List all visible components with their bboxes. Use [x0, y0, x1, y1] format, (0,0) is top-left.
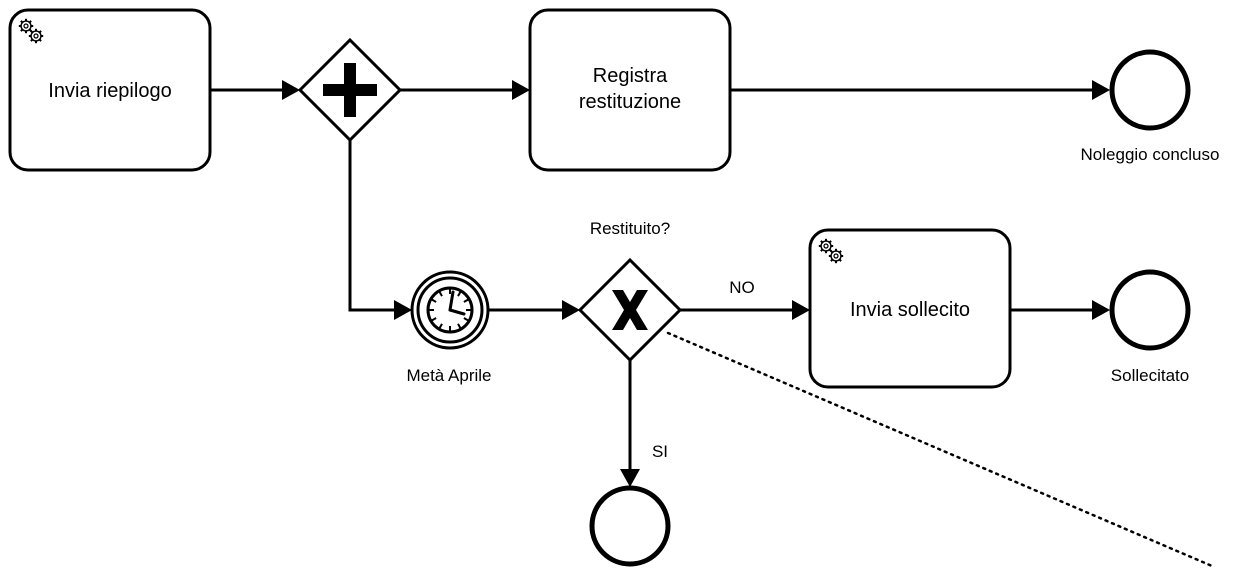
- plus-icon: [323, 63, 377, 117]
- task-label: Invia sollecito: [850, 299, 970, 321]
- sequence-flow-riepilogo-to-parallel: [210, 80, 300, 100]
- task-label: Invia riepilogo: [48, 80, 171, 102]
- flow-label-no: NO: [729, 278, 755, 297]
- sequence-flow-timer-to-exclusive: [488, 300, 580, 320]
- flow-label-si: SI: [652, 442, 668, 461]
- sequence-flow-parallel-to-timer: [348, 140, 412, 320]
- exclusive-gateway-label: Restituito?: [590, 219, 670, 238]
- parallel-gateway[interactable]: [297, 37, 403, 143]
- sequence-flow-exclusive-to-end-si: [620, 360, 640, 487]
- end-event-noleggio-concluso[interactable]: [1109, 49, 1191, 131]
- timer-event[interactable]: [410, 270, 490, 350]
- sequence-flow-exclusive-to-sollecito: [680, 300, 810, 320]
- end-event-label: Noleggio concluso: [1081, 145, 1220, 164]
- sequence-flow-registra-to-end: [730, 80, 1110, 100]
- x-icon: [612, 290, 648, 330]
- sequence-flow-sollecito-to-end: [1010, 300, 1110, 320]
- task-invia-sollecito[interactable]: Invia sollecito: [808, 228, 1012, 389]
- exclusive-gateway[interactable]: [577, 257, 683, 363]
- task-invia-riepilogo[interactable]: Invia riepilogo: [8, 8, 212, 172]
- clock-icon: [426, 286, 474, 334]
- association-line: [666, 331, 1214, 568]
- task-label-line2: restituzione: [579, 91, 681, 113]
- end-event-si[interactable]: [589, 485, 671, 567]
- timer-event-label: Metà Aprile: [406, 366, 491, 385]
- end-event-sollecitato[interactable]: [1109, 269, 1191, 351]
- sequence-flow-parallel-to-registra: [400, 80, 530, 100]
- task-registra-restituzione[interactable]: Registra restituzione: [528, 8, 732, 172]
- task-label-line1: Registra: [593, 65, 668, 87]
- end-event-label: Sollecitato: [1111, 366, 1189, 385]
